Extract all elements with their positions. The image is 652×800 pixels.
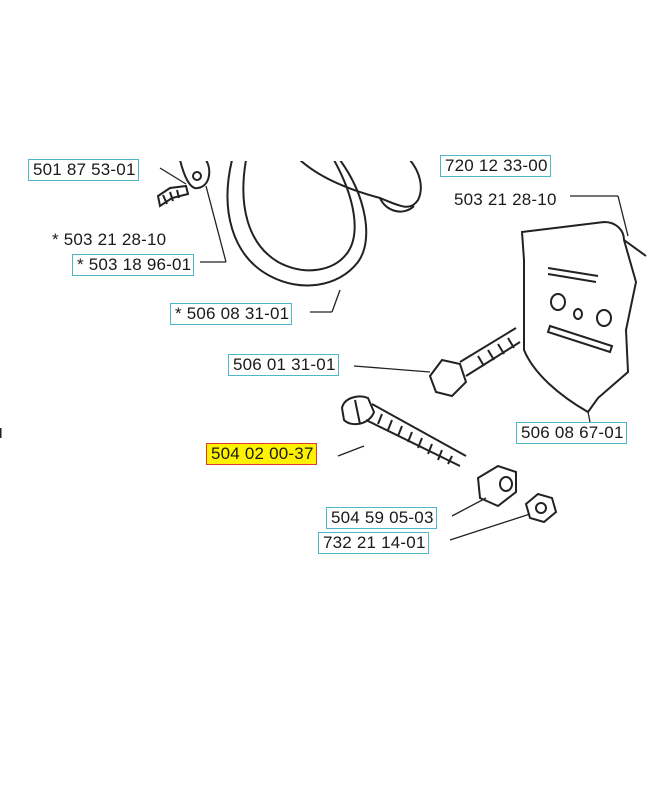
bolt-part — [428, 327, 521, 398]
part-label-503-21-28-10-top: 503 21 28-10 — [454, 190, 557, 209]
leader-lines — [159, 167, 629, 541]
part-label-506-08-67-01[interactable]: 506 08 67-01 — [516, 422, 627, 444]
part-label-506-08-31-01[interactable]: * 506 08 31-01 — [170, 303, 293, 325]
hex-nut-part — [524, 492, 558, 524]
bracket-part — [179, 159, 211, 190]
part-label-506-01-31-01[interactable]: 506 01 31-01 — [228, 354, 339, 376]
part-label-504-02-00-37-selected[interactable]: 504 02 00-37 — [206, 443, 317, 465]
brake-band-part — [226, 159, 368, 287]
adjusting-screw-part — [340, 395, 467, 467]
crop-edge — [0, 159, 652, 161]
part-label-504-59-05-03[interactable]: 504 59 05-03 — [326, 507, 437, 529]
part-label-732-21-14-01[interactable]: 732 21 14-01 — [318, 532, 429, 554]
side-plate-part — [520, 220, 647, 414]
lever-part — [299, 159, 422, 213]
part-label-501-87-53-01[interactable]: 501 87 53-01 — [28, 159, 139, 181]
part-label-503-21-28-10-left: * 503 21 28-10 — [52, 230, 167, 249]
adjuster-block-part — [476, 464, 517, 508]
screw-part — [156, 184, 190, 208]
part-label-720-12-33-00[interactable]: 720 12 33-00 — [440, 155, 551, 177]
part-label-503-18-96-01[interactable]: * 503 18 96-01 — [72, 254, 195, 276]
